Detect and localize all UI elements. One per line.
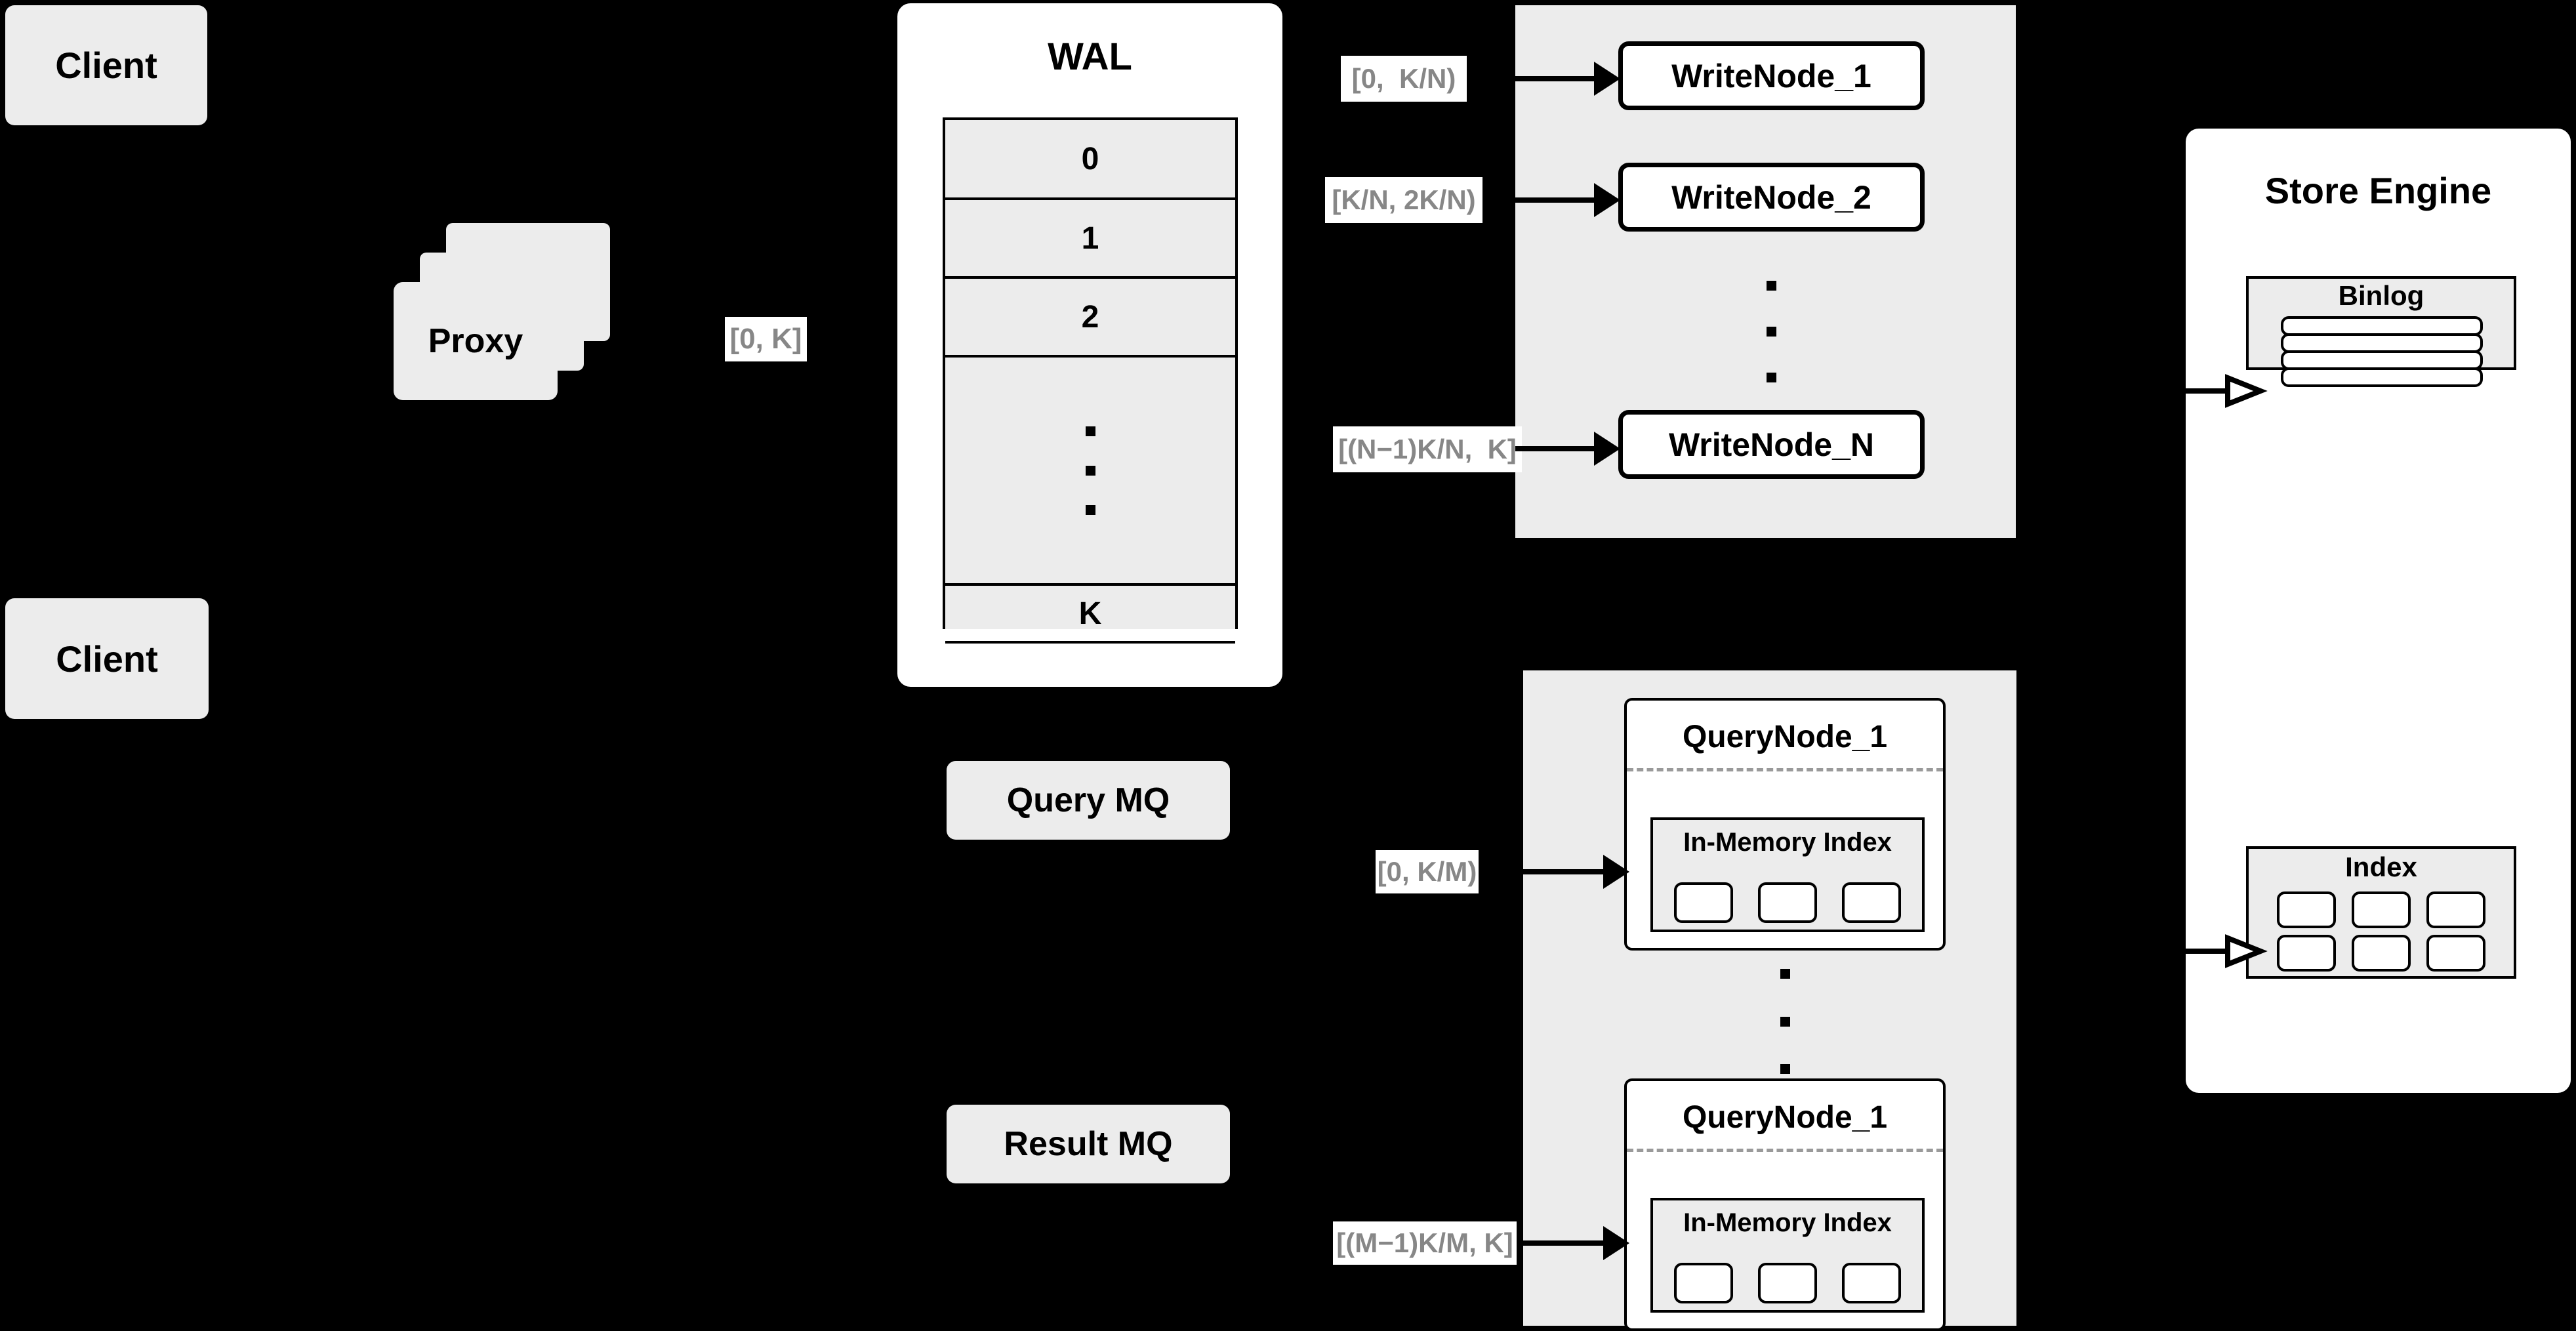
index-segment[interactable] [1758, 882, 1817, 923]
query-node-vertical-ellipsis-icon [1780, 969, 1790, 1074]
proxy-stack[interactable]: Proxy [377, 216, 666, 426]
query-node-m-range-label: [(M−1)K/M, K] [1333, 1221, 1517, 1265]
index-segment[interactable] [1674, 1263, 1733, 1303]
proxy-range-label: [0, K] [725, 317, 807, 361]
wal-row[interactable]: 1 [945, 200, 1235, 279]
write-node-n[interactable]: WriteNode_N [1618, 410, 1925, 479]
write-node-label: WriteNode_N [1668, 426, 1874, 463]
vertical-ellipsis-icon [1085, 426, 1095, 515]
in-memory-index-title: In-Memory Index [1683, 828, 1892, 857]
query-node-1[interactable]: QueryNode_1 In-Memory Index [1624, 698, 1946, 951]
query-node-1-range-label: [0, K/M) [1376, 850, 1479, 893]
wal-table: 0 1 2 K [943, 117, 1238, 644]
client-box-2[interactable]: Client [5, 598, 209, 719]
binlog-title: Binlog [2338, 280, 2424, 311]
store-engine-title: Store Engine [2264, 170, 2492, 211]
store-engine-panel: Store Engine Binlog Index [2186, 129, 2571, 1093]
store-index-chip[interactable] [2352, 935, 2411, 972]
write-node-1[interactable]: WriteNode_1 [1618, 41, 1925, 110]
write-node-label: WriteNode_2 [1671, 178, 1871, 216]
write-node-vertical-ellipsis-icon [1766, 281, 1776, 382]
wal-title: WAL [1048, 35, 1132, 78]
query-node-label: QueryNode_1 [1682, 1100, 1888, 1135]
arrow-to-write-node-n [1515, 432, 1620, 466]
wal-row-ellipsis [945, 358, 1235, 586]
wal-row[interactable]: 2 [945, 279, 1235, 358]
arrow-to-write-node-2 [1515, 183, 1620, 217]
proxy-box[interactable]: Proxy [394, 282, 558, 400]
wal-panel: WAL 0 1 2 K [897, 3, 1282, 687]
proxy-label: Proxy [428, 322, 523, 360]
store-index-chip[interactable] [2352, 891, 2411, 928]
query-mq-box[interactable]: Query MQ [947, 761, 1230, 840]
arrow-to-store-index [2183, 934, 2268, 968]
binlog-row[interactable] [2281, 367, 2483, 387]
wal-row[interactable]: 0 [945, 120, 1235, 200]
proxy-range-label-text: [0, K] [729, 323, 802, 355]
client-label: Client [56, 638, 158, 680]
write-node-n-range-label: [(N−1)K/N, K] [1333, 426, 1522, 472]
client-label: Client [55, 45, 157, 86]
write-node-1-range-label: [0, K/N) [1341, 56, 1467, 102]
query-node-divider [1627, 1149, 1943, 1152]
store-index-title: Index [2345, 851, 2417, 882]
in-memory-index-title: In-Memory Index [1683, 1208, 1892, 1237]
write-node-2[interactable]: WriteNode_2 [1618, 163, 1925, 232]
store-index-box: Index [2246, 846, 2516, 979]
store-index-chip[interactable] [2426, 891, 2485, 928]
store-index-chip[interactable] [2277, 935, 2336, 972]
query-node-divider [1627, 768, 1943, 771]
query-node-m[interactable]: QueryNode_1 In-Memory Index [1624, 1078, 1946, 1331]
store-index-chip[interactable] [2277, 891, 2336, 928]
index-segment[interactable] [1842, 882, 1901, 923]
arrow-to-binlog [2183, 374, 2268, 408]
arrow-to-write-node-1 [1515, 62, 1620, 96]
write-node-2-range-label: [K/N, 2K/N) [1325, 177, 1482, 223]
in-memory-index-1: In-Memory Index [1650, 817, 1925, 932]
binlog-box: Binlog [2246, 276, 2516, 387]
query-mq-label: Query MQ [1006, 781, 1170, 819]
index-segment[interactable] [1758, 1263, 1817, 1303]
arrow-to-query-node-1 [1523, 855, 1629, 889]
in-memory-index-2: In-Memory Index [1650, 1198, 1925, 1313]
write-node-label: WriteNode_1 [1671, 57, 1871, 94]
wal-row[interactable]: K [945, 586, 1235, 644]
arrow-to-query-node-m [1523, 1226, 1629, 1260]
result-mq-box[interactable]: Result MQ [947, 1105, 1230, 1183]
result-mq-label: Result MQ [1004, 1125, 1173, 1163]
index-segment[interactable] [1842, 1263, 1901, 1303]
query-node-label: QueryNode_1 [1682, 720, 1888, 754]
client-box-1[interactable]: Client [5, 5, 207, 125]
query-node-cluster: QueryNode_1 In-Memory Index QueryNode_1 … [1523, 670, 2016, 1331]
store-index-chip[interactable] [2426, 935, 2485, 972]
index-segment[interactable] [1674, 882, 1733, 923]
